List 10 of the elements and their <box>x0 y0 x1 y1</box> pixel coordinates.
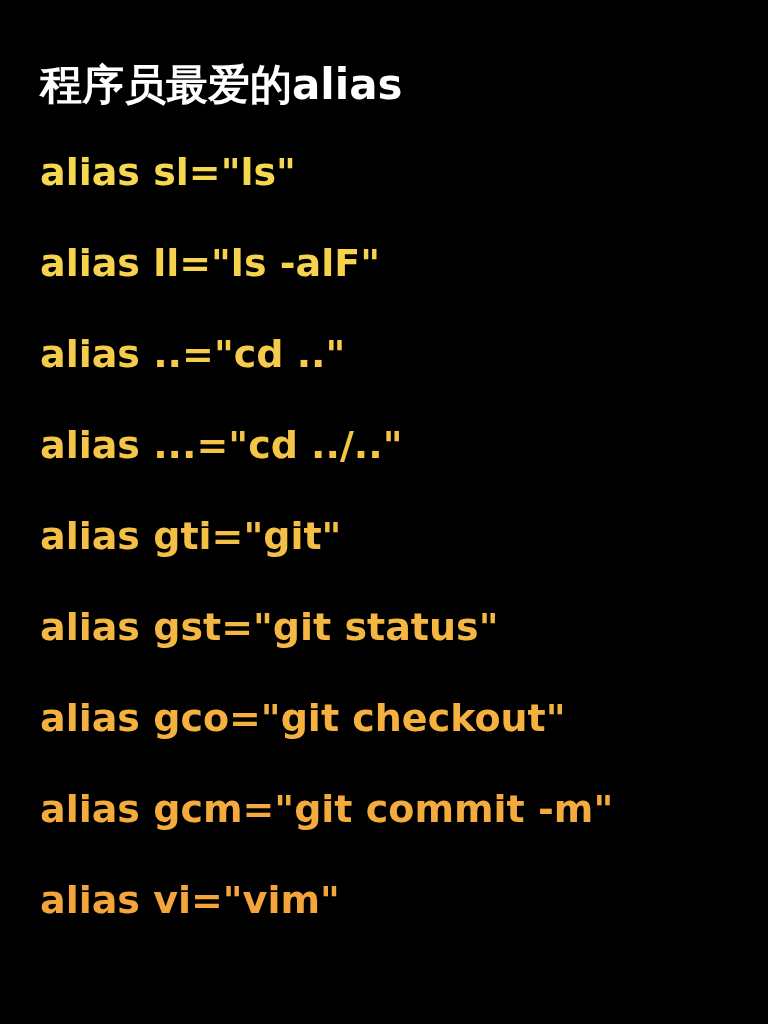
title: 程序员最爱的alias <box>40 64 403 106</box>
alias-command: alias gst="git status" <box>40 608 499 646</box>
alias-command: alias sl="ls" <box>40 153 296 191</box>
alias-command: alias ll="ls -alF" <box>40 244 380 282</box>
alias-command: alias gcm="git commit -m" <box>40 790 614 828</box>
alias-command: alias gco="git checkout" <box>40 699 566 737</box>
alias-command: alias ...="cd ../.." <box>40 426 403 464</box>
alias-command: alias vi="vim" <box>40 881 340 919</box>
alias-command: alias gti="git" <box>40 517 342 555</box>
alias-command: alias ..="cd .." <box>40 335 346 373</box>
